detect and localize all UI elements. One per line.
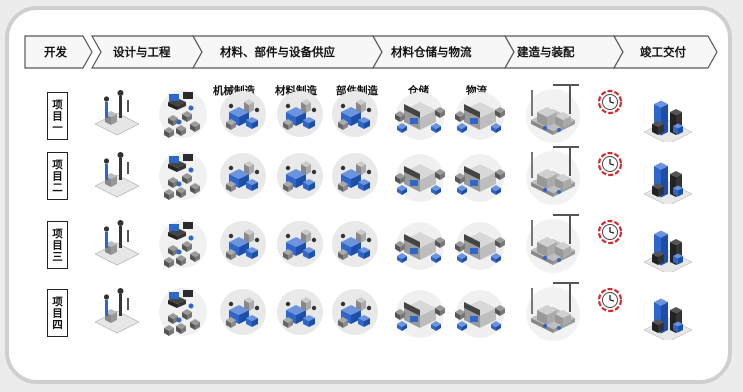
logistics-icon — [452, 284, 508, 340]
construction-site-icon — [521, 81, 585, 147]
project-label-3-text: 项目三 — [51, 227, 63, 263]
machine-manufacturing-icon — [215, 216, 271, 272]
stage-arrow-6 — [612, 35, 718, 69]
clock-icon — [596, 286, 624, 314]
completed-building-icon — [640, 86, 696, 142]
warehouse-icon — [392, 284, 448, 340]
material-manufacturing-icon — [272, 216, 328, 272]
stage-label-4: 材料仓储与物流 — [391, 45, 472, 59]
development-figure-icon — [89, 86, 145, 142]
development-figure-icon — [89, 148, 145, 204]
project-label-4-text: 项目四 — [51, 295, 63, 331]
component-manufacturing-icon — [327, 216, 383, 272]
project-label-3: 项目三 — [47, 221, 68, 269]
stage-arrow-1 — [24, 35, 93, 69]
warehouse-icon — [392, 86, 448, 142]
project-label-1: 项目一 — [47, 92, 68, 140]
warehouse-icon — [392, 216, 448, 272]
stage-label-5: 建造与装配 — [517, 45, 575, 59]
logistics-icon — [452, 148, 508, 204]
stage-label-6: 竣工交付 — [640, 45, 686, 59]
clock-icon — [596, 150, 624, 178]
component-manufacturing-icon — [327, 148, 383, 204]
design-team-icon — [155, 216, 211, 272]
component-manufacturing-icon — [327, 284, 383, 340]
completed-building-icon — [640, 148, 696, 204]
project-label-1-text: 项目一 — [51, 98, 63, 134]
completed-building-icon — [640, 284, 696, 340]
material-manufacturing-icon — [272, 284, 328, 340]
logistics-icon — [452, 216, 508, 272]
development-figure-icon — [89, 284, 145, 340]
stage-label-2: 设计与工程 — [113, 45, 171, 59]
development-figure-icon — [89, 216, 145, 272]
project-label-2-text: 项目二 — [51, 158, 63, 194]
design-team-icon — [155, 86, 211, 142]
stage-label-3: 材料、部件与设备供应 — [220, 45, 335, 59]
warehouse-icon — [392, 148, 448, 204]
machine-manufacturing-icon — [215, 284, 271, 340]
construction-site-icon — [521, 143, 585, 209]
machine-manufacturing-icon — [215, 86, 271, 142]
component-manufacturing-icon — [327, 86, 383, 142]
completed-building-icon — [640, 216, 696, 272]
material-manufacturing-icon — [272, 148, 328, 204]
logistics-icon — [452, 86, 508, 142]
design-team-icon — [155, 284, 211, 340]
construction-site-icon — [521, 279, 585, 345]
material-manufacturing-icon — [272, 86, 328, 142]
machine-manufacturing-icon — [215, 148, 271, 204]
clock-icon — [596, 218, 624, 246]
project-label-2: 项目二 — [47, 152, 68, 200]
construction-site-icon — [521, 211, 585, 277]
design-team-icon — [155, 148, 211, 204]
stage-label-1: 开发 — [44, 45, 67, 59]
project-label-4: 项目四 — [47, 289, 68, 337]
clock-icon — [596, 88, 624, 116]
